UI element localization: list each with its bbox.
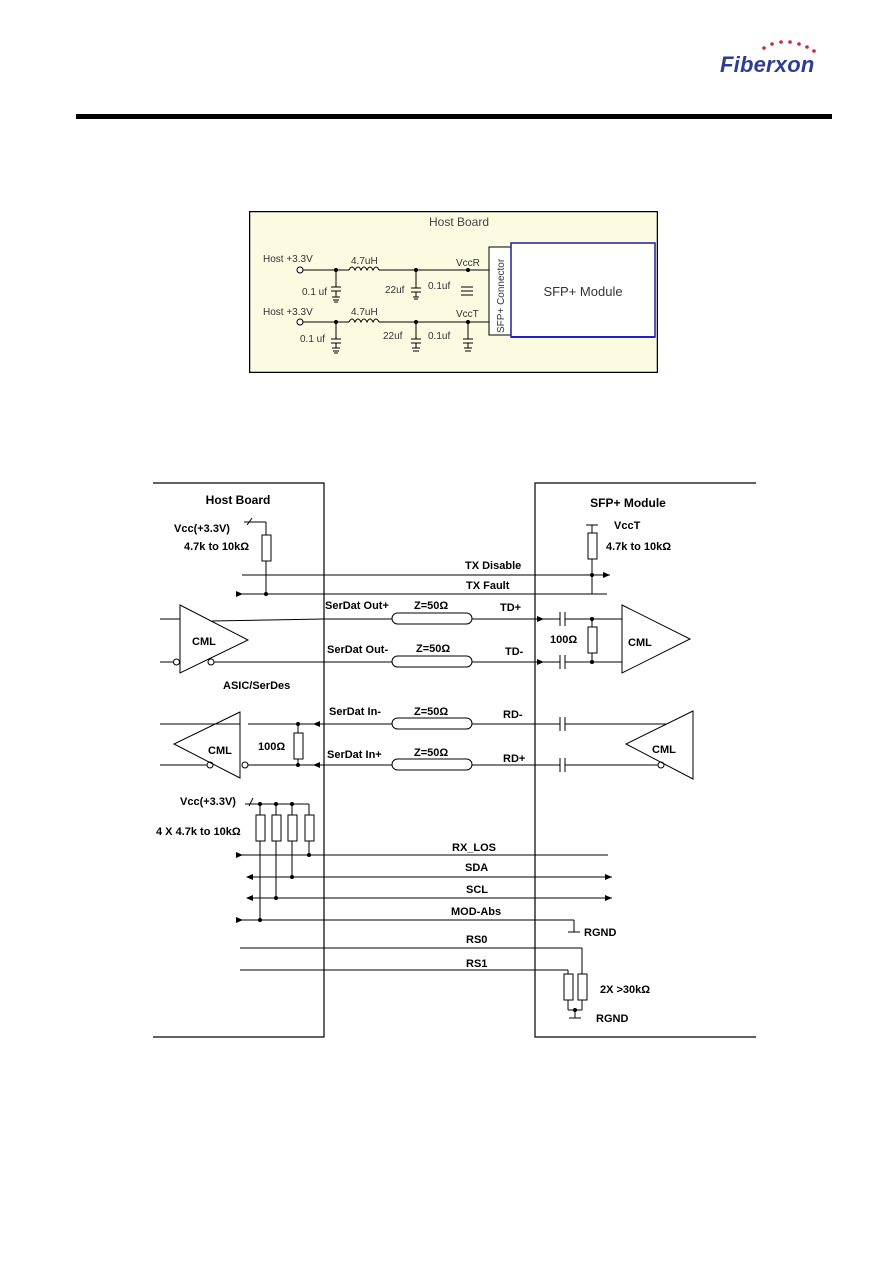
rail-tx-label: VccT <box>456 309 479 320</box>
rs-resistors-label: 2X >30kΩ <box>600 984 650 996</box>
sfp-module-box <box>510 242 656 338</box>
serdat-in-p-label: SerDat In+ <box>327 749 382 761</box>
cap-host-label-2: 0.1 uf <box>300 334 325 345</box>
cap-host-label-1: 0.1 uf <box>302 287 327 298</box>
cml-host-tx-label: CML <box>192 636 216 648</box>
host-pullup-value: 4.7k to 10kΩ <box>184 541 249 553</box>
rgnd-label-1: RGND <box>584 927 616 939</box>
sda-label: SDA <box>465 862 488 874</box>
cml-module-tx-label: CML <box>628 637 652 649</box>
host-quad-pullup-label: 4 X 4.7k to 10kΩ <box>156 826 241 838</box>
impedance-label-1: Z=50Ω <box>414 600 448 612</box>
cap-bypass-label-1: 0.1uf <box>428 281 450 292</box>
module-title: SFP+ Module <box>590 496 666 510</box>
logo-arc-dots <box>762 40 816 53</box>
module-label: SFP+ Module <box>543 284 622 299</box>
cap-bulk-label-2: 22uf <box>383 331 403 342</box>
header-rule <box>76 114 832 119</box>
panel-title: Host Board <box>429 215 489 229</box>
asic-label: ASIC/SerDes <box>223 680 290 692</box>
host-board-title: Host Board <box>206 493 271 507</box>
serdat-out-n-label: SerDat Out- <box>327 644 388 656</box>
host-board-outline <box>153 482 325 1038</box>
rs0-label: RS0 <box>466 934 487 946</box>
rs1-label: RS1 <box>466 958 487 970</box>
tx-fault-label: TX Fault <box>466 580 510 592</box>
rgnd-label-2: RGND <box>596 1013 628 1025</box>
impedance-label-4: Z=50Ω <box>414 747 448 759</box>
rx-los-label: RX_LOS <box>452 842 496 854</box>
interface-diagram: Host Board SFP+ Module <box>153 482 756 1038</box>
serdat-in-n-label: SerDat In- <box>329 706 381 718</box>
host-vcc-label: Vcc(+3.3V) <box>174 523 230 535</box>
impedance-label-3: Z=50Ω <box>414 706 448 718</box>
impedance-label-2: Z=50Ω <box>416 643 450 655</box>
power-filter-diagram: Host Board Host +3.3V 4.7uH 0.1 uf 22uf … <box>249 211 658 373</box>
module-term-label: 100Ω <box>550 634 577 646</box>
td-n-label: TD- <box>505 646 524 658</box>
tx-disable-label: TX Disable <box>465 560 521 572</box>
rail-rx-label: VccR <box>456 258 480 269</box>
td-p-label: TD+ <box>500 602 521 614</box>
host-supply-label-1: Host +3.3V <box>263 254 313 265</box>
cap-bypass-label-2: 0.1uf <box>428 331 450 342</box>
inductor-label-2: 4.7uH <box>351 307 378 318</box>
module-outline <box>534 482 756 1038</box>
cml-module-rx-label: CML <box>652 744 676 756</box>
module-pullup-value: 4.7k to 10kΩ <box>606 541 671 553</box>
cml-host-rx-label: CML <box>208 745 232 757</box>
rd-p-label: RD+ <box>503 753 525 765</box>
logo-text: Fiberxon <box>720 52 815 77</box>
inductor-label-1: 4.7uH <box>351 256 378 267</box>
rd-n-label: RD- <box>503 709 523 721</box>
serdat-out-p-label: SerDat Out+ <box>325 600 389 612</box>
host-vcc-2-label: Vcc(+3.3V) <box>180 796 236 808</box>
host-term-label: 100Ω <box>258 741 285 753</box>
scl-label: SCL <box>466 884 488 896</box>
fiberxon-logo: Fiberxon <box>712 38 852 86</box>
cap-bulk-label-1: 22uf <box>385 285 405 296</box>
mod-abs-label: MOD-Abs <box>451 906 501 918</box>
connector-label: SFP+ Connector <box>496 258 507 333</box>
module-vcc-label: VccT <box>614 520 641 532</box>
host-supply-label-2: Host +3.3V <box>263 307 313 318</box>
